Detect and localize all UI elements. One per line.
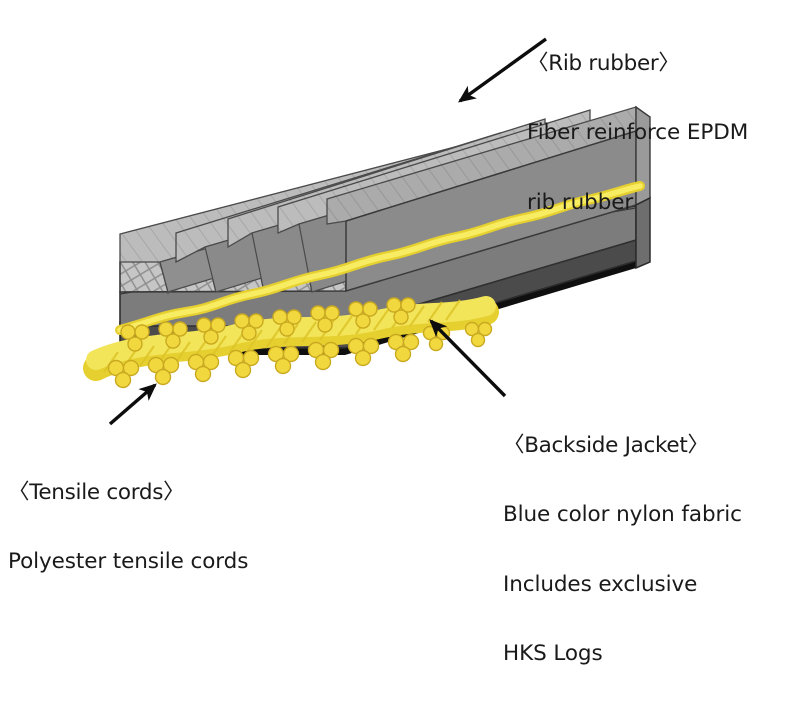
arrow-rib-rubber — [457, 37, 547, 103]
callout-rib-rubber-line-2: rib rubber — [527, 189, 634, 215]
tensile-cord-layer — [83, 296, 499, 389]
callout-tensile-cords: 〈Tensile cords〉 Polyester tensile cords — [8, 437, 248, 618]
belt-body — [115, 105, 651, 355]
arrow-backside-jacket — [429, 319, 507, 398]
callout-backside-jacket-header: 〈Backside Jacket〉 — [503, 432, 709, 458]
callout-backside-jacket-line-1: Blue color nylon fabric — [503, 502, 742, 528]
callout-backside-jacket-line-2: Includes exclusive — [503, 571, 698, 597]
cord-cross-sections — [107, 297, 493, 389]
callout-backside-jacket: 〈Backside Jacket〉 Blue color nylon fabri… — [503, 390, 742, 710]
callout-tensile-cords-line-1: Polyester tensile cords — [8, 549, 249, 575]
belt-illustration — [83, 37, 651, 426]
callout-tensile-cords-header: 〈Tensile cords〉 — [8, 479, 185, 505]
belt-right-end-face — [635, 196, 651, 270]
callout-rib-rubber-line-1: Fiber reinforce EPDM — [527, 120, 749, 146]
backside-cord-line — [115, 181, 645, 335]
callout-rib-rubber: 〈Rib rubber〉 Fiber reinforce EPDM rib ru… — [527, 8, 748, 258]
callout-arrows — [108, 37, 547, 426]
rib-rubber-layer — [119, 105, 651, 295]
arrow-tensile-cords — [108, 383, 157, 426]
callout-backside-jacket-line-3: HKS Logs — [503, 641, 603, 667]
callout-rib-rubber-header: 〈Rib rubber〉 — [527, 50, 680, 76]
cord-strand-band — [83, 296, 499, 381]
diagram-canvas: 〈Rib rubber〉 Fiber reinforce EPDM rib ru… — [8, 8, 748, 666]
